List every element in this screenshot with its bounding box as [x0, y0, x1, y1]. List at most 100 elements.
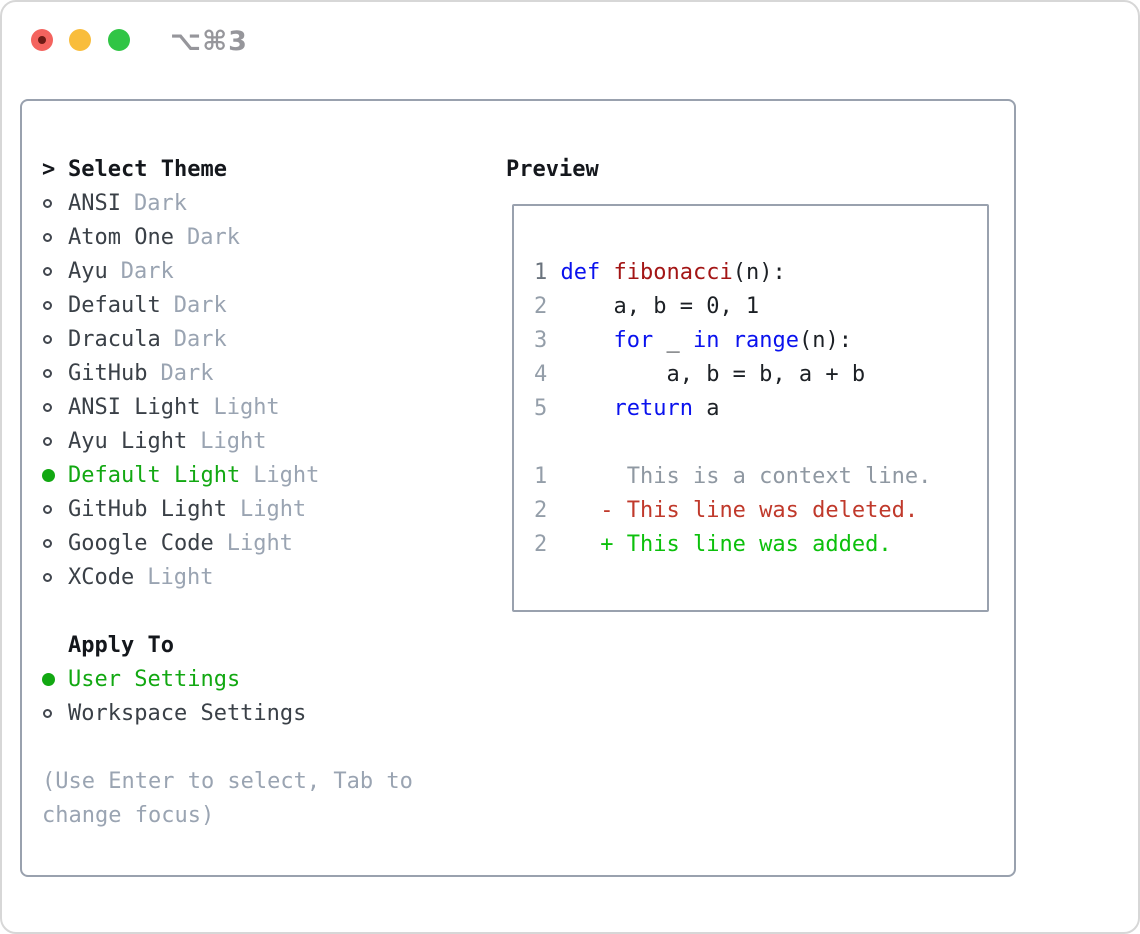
theme-variant: Dark — [160, 360, 214, 386]
code-line — [534, 425, 987, 459]
theme-option-atom-one[interactable]: Atom One Dark — [42, 220, 492, 254]
code-line: 2 + This line was added. — [534, 527, 987, 561]
radio-unselected-icon — [43, 334, 52, 344]
radio-marker — [42, 300, 68, 310]
theme-name: Atom One — [68, 224, 174, 250]
theme-name: Ayu — [68, 258, 108, 284]
apply-option-label: Workspace Settings — [68, 700, 307, 726]
theme-option-github-light[interactable]: GitHub Light Light — [42, 492, 492, 526]
radio-marker — [42, 504, 68, 514]
theme-name: XCode — [68, 564, 135, 590]
radio-marker — [42, 232, 68, 242]
radio-unselected-icon — [43, 300, 52, 310]
cursor-arrow-icon: > — [42, 156, 56, 182]
select-theme-title: Select Theme — [68, 156, 227, 182]
code-segment — [600, 260, 613, 285]
theme-variant: Dark — [173, 326, 227, 352]
code-segment — [561, 328, 614, 353]
titlebar: ⌥⌘3 — [2, 2, 1138, 74]
code-segment: This is a context line. — [547, 463, 932, 489]
theme-name: GitHub — [68, 360, 148, 386]
minimize-button[interactable] — [69, 29, 91, 51]
theme-option-dracula[interactable]: Dracula Dark — [42, 322, 492, 356]
code-segment: a, b = b, a + b — [560, 361, 866, 387]
spacer — [42, 594, 492, 628]
theme-variant: Dark — [133, 190, 187, 216]
theme-variant: Light — [239, 496, 307, 522]
radio-selected-icon — [42, 672, 55, 686]
code-segment: _ — [653, 327, 693, 353]
hint-line: (Use Enter to select, Tab to — [42, 768, 413, 794]
theme-name: Dracula — [68, 326, 161, 352]
code-segment: 5 — [534, 395, 561, 421]
radio-marker — [42, 402, 68, 412]
theme-variant: Light — [200, 428, 267, 454]
radio-unselected-icon — [43, 198, 52, 208]
radio-marker — [42, 334, 68, 344]
apply-option-workspace-settings[interactable]: Workspace Settings — [42, 696, 492, 730]
code-segment: 3 — [534, 327, 561, 353]
radio-unselected-icon — [43, 538, 52, 548]
theme-option-google-code[interactable]: Google Code Light — [42, 526, 492, 560]
theme-name: ANSI — [68, 190, 121, 216]
theme-option-default-light[interactable]: Default Light Light — [42, 458, 492, 492]
code-segment: a — [692, 395, 720, 421]
code-segment: 2 — [534, 531, 548, 557]
radio-marker — [42, 468, 68, 482]
theme-name: Default Light — [68, 462, 241, 488]
theme-name: GitHub Light — [68, 496, 227, 522]
preview-column: Preview 1 def fibonacci(n):2 a, b = 0, 1… — [506, 152, 1006, 612]
code-segment: (n): — [798, 327, 852, 353]
hint-text: (Use Enter to select, Tab to change focus… — [42, 764, 492, 832]
code-line: 3 for _ in range(n): — [534, 323, 987, 357]
code-segment: 1 — [534, 463, 548, 489]
theme-variant: Light — [226, 530, 293, 556]
theme-option-xcode[interactable]: XCode Light — [42, 560, 492, 594]
spacer — [42, 730, 492, 764]
theme-variant: Light — [253, 462, 320, 488]
theme-option-github[interactable]: GitHub Dark — [42, 356, 492, 390]
theme-option-default[interactable]: Default Dark — [42, 288, 492, 322]
code-segment: a, b = 0, 1 — [560, 293, 760, 319]
theme-name: Google Code — [68, 530, 214, 556]
code-segment: - This line was deleted. — [600, 497, 919, 523]
theme-variant: Dark — [120, 258, 174, 284]
code-line: 4 a, b = b, a + b — [534, 357, 987, 391]
close-button[interactable] — [31, 29, 53, 51]
hint-line: change focus) — [42, 802, 215, 828]
radio-marker — [42, 436, 68, 446]
radio-unselected-icon — [43, 402, 52, 412]
radio-unselected-icon — [43, 232, 52, 242]
code-segment: 1 — [534, 259, 561, 285]
theme-option-ayu-light[interactable]: Ayu Light Light — [42, 424, 492, 458]
apply-option-user-settings[interactable]: User Settings — [42, 662, 492, 696]
code-segment: def — [560, 259, 601, 285]
radio-unselected-icon — [43, 708, 52, 718]
code-segment: in — [692, 327, 720, 353]
code-segment: (n): — [732, 259, 786, 285]
theme-option-ayu[interactable]: Ayu Dark — [42, 254, 492, 288]
radio-marker — [42, 538, 68, 548]
theme-variant: Dark — [173, 292, 227, 318]
radio-unselected-icon — [43, 572, 52, 582]
theme-variant: Dark — [186, 224, 240, 250]
select-theme-header: > Select Theme — [42, 152, 492, 186]
apply-to-header: Apply To — [42, 628, 492, 662]
theme-variant: Light — [147, 564, 214, 590]
preview-title: Preview — [506, 156, 599, 182]
theme-option-ansi[interactable]: ANSI Dark — [42, 186, 492, 220]
radio-marker — [42, 708, 68, 718]
code-line: 2 - This line was deleted. — [534, 493, 987, 527]
maximize-button[interactable] — [108, 29, 130, 51]
theme-name: Ayu Light — [68, 428, 188, 454]
radio-unselected-icon — [43, 368, 52, 378]
preview-header: Preview — [506, 152, 1006, 186]
code-segment — [547, 532, 600, 557]
theme-name: Default — [68, 292, 161, 318]
